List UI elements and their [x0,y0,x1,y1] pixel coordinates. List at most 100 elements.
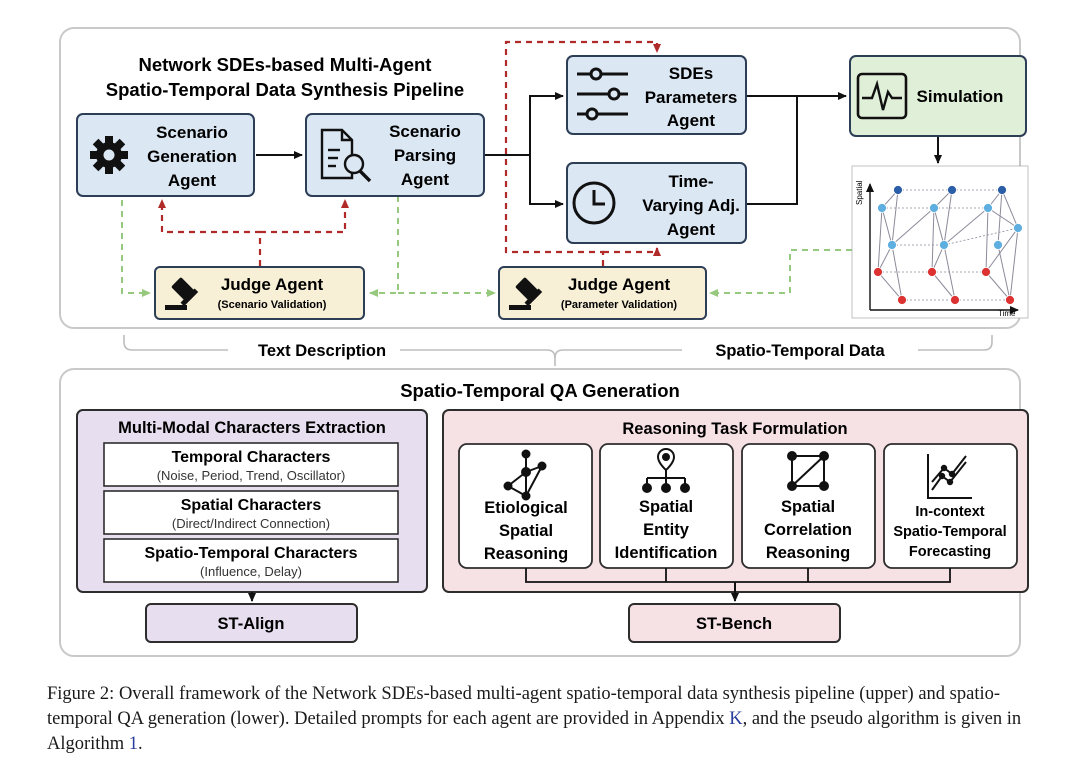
plot-node [873,267,883,277]
scenario-generation-line1: Scenario [156,123,228,142]
plot-edge [985,207,989,273]
temporal-characters-box[interactable]: Temporal Characters (Noise, Period, Tren… [103,442,399,487]
plot-edge [943,189,953,246]
spatio-temporal-characters-title: Spatio-Temporal Characters [144,545,357,562]
spatio-temporal-data-label: Spatio-Temporal Data [715,342,885,360]
waveform-icon [856,72,908,120]
plot-node [1005,295,1015,305]
judge-agent-parameter[interactable]: Judge Agent (Parameter Validation) [498,266,707,320]
plot-node [993,240,1003,250]
gavel-icon [509,277,543,310]
gear-icon [90,136,128,174]
plot-edge [931,207,935,273]
plot-edge [997,244,1011,301]
plot-edge [985,271,1011,301]
plot-ylabel: Spatial [855,180,864,205]
caption-text-2: , and the pseudo algorithm is given in A… [47,709,1022,754]
spatial-characters-title: Spatial Characters [181,497,322,514]
caption-ref-algorithm[interactable]: 1 [128,734,138,754]
caption-text-3: . [137,734,143,754]
pipeline-diagram: Network SDEs-based Multi-Agent Spatio-Te… [59,27,1029,657]
st-bench-box[interactable]: ST-Bench [628,603,841,643]
spatio-temporal-characters-box[interactable]: Spatio-Temporal Characters (Influence, D… [103,538,399,583]
scenario-generation-agent[interactable]: Scenario Generation Agent [76,113,255,197]
extraction-panel: Multi-Modal Characters Extraction Tempor… [76,409,428,593]
st-align-box[interactable]: ST-Align [145,603,358,643]
plot-node [983,203,993,213]
sdes-parameters-line1: SDEs [669,64,713,83]
task3-line3: Reasoning [766,544,850,562]
task-spatial-entity-identification[interactable]: Spatial Entity Identification [599,443,734,569]
reasoning-title: Reasoning Task Formulation [622,420,847,438]
scenario-generation-line3: Agent [168,171,217,190]
line-chart-icon [927,454,972,499]
plot-node [893,185,903,195]
plot-edge [985,227,1019,273]
task1-line3: Reasoning [484,545,568,563]
extraction-title: Multi-Modal Characters Extraction [118,419,386,437]
sdes-parameters-agent[interactable]: SDEs Parameters Agent [566,55,747,135]
clock-icon [572,181,616,225]
caption-text-1: Figure 2: Overall framework of the Netwo… [47,684,1001,729]
plot-edge [987,207,1019,229]
plot-edge [997,189,1003,246]
reasoning-panel: Reasoning Task Formulation Etiological S… [442,409,1029,593]
task3-line2: Correlation [764,521,852,539]
simulation-label: Simulation [917,87,1004,106]
judge-scenario-sub: (Scenario Validation) [218,299,327,311]
simulation-box[interactable]: Simulation [849,55,1027,137]
plot-xlabel: Time [998,309,1016,318]
gavel-icon [165,277,199,310]
temporal-characters-title: Temporal Characters [172,449,331,466]
red-feedback-lines [158,40,661,266]
plot-node [1013,223,1023,233]
caption-ref-appendix[interactable]: K [729,709,743,729]
sliders-icon [577,67,628,121]
plot-edge [877,271,903,301]
plot-edge [877,244,893,273]
plot-edge [891,189,899,246]
plot-node [897,295,907,305]
text-description-label: Text Description [258,342,386,360]
plot-node [981,267,991,277]
task2-line2: Entity [643,521,690,539]
scenario-parsing-line3: Agent [401,170,450,189]
time-varying-line1: Time- [668,172,713,191]
task4-line3: Forecasting [909,544,991,560]
judge-scenario-title: Judge Agent [221,275,324,294]
task4-line2: Spatio-Temporal [893,524,1006,540]
plot-edge [891,207,935,246]
time-varying-line2: Varying Adj. [642,196,740,215]
task1-line1: Etiological [484,499,567,517]
plot-edge [931,271,956,301]
bridge-brace [123,335,993,366]
document-search-icon [320,128,372,183]
location-hierarchy-icon [642,447,690,493]
plot-edge [891,244,903,301]
plot-edge [881,207,893,246]
plot-node [877,203,887,213]
plot-edge [1001,189,1019,229]
task-in-context-forecasting[interactable]: In-context Spatio-Temporal Forecasting [883,443,1018,569]
judge-parameter-title: Judge Agent [568,275,671,294]
plot-edge [943,207,989,246]
flow-arrows [256,92,942,208]
judge-agent-scenario[interactable]: Judge Agent (Scenario Validation) [154,266,365,320]
plot-node [939,240,949,250]
task-spatial-correlation-reasoning[interactable]: Spatial Correlation Reasoning [741,443,876,569]
time-varying-line3: Agent [667,220,716,239]
sdes-parameters-line3: Agent [667,111,716,130]
judge-parameter-sub: (Parameter Validation) [561,299,677,311]
task-etiological-spatial-reasoning[interactable]: Etiological Spatial Reasoning [458,443,593,569]
scenario-parsing-agent[interactable]: Scenario Parsing Agent [305,113,485,197]
task4-line1: In-context [915,504,984,520]
spatial-characters-box[interactable]: Spatial Characters (Direct/Indirect Conn… [103,490,399,535]
st-bench-label: ST-Bench [696,615,772,633]
spatial-characters-sub: (Direct/Indirect Connection) [172,516,330,531]
spatio-temporal-plot: Spatial Time [851,165,1029,319]
plot-node [947,185,957,195]
scenario-parsing-line1: Scenario [389,122,461,141]
plot-node [927,267,937,277]
time-varying-agent[interactable]: Time- Varying Adj. Agent [566,162,747,244]
plot-edge [943,244,956,301]
